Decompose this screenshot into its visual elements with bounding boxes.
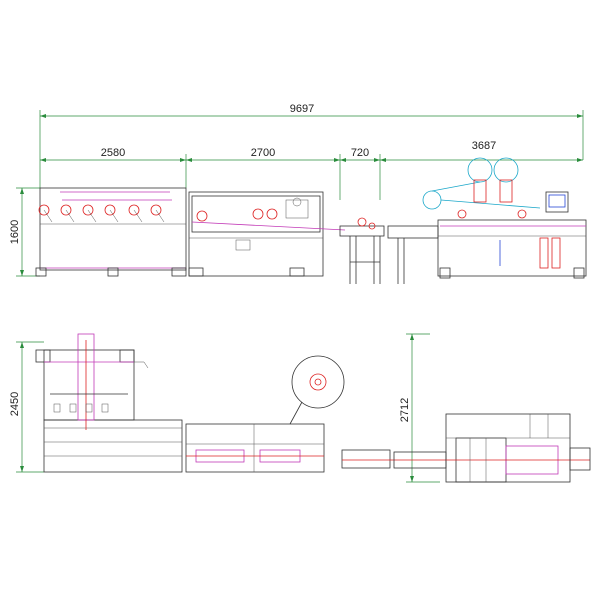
segment-1-label: 2580 (101, 147, 125, 159)
front-height-label: 1600 (9, 220, 21, 244)
plan-view (35, 333, 345, 473)
segment-4-label: 3687 (472, 140, 496, 152)
front-elevation-view (35, 157, 587, 284)
plan-width-right-dimension: 2712 (399, 333, 440, 483)
packing-plan-view (341, 413, 591, 483)
segment-2-label: 2700 (251, 147, 275, 159)
plan-width-right-label: 2712 (399, 398, 411, 422)
overall-length-label: 9697 (290, 103, 314, 115)
segment-dimensions: 2580 2700 720 3687 (40, 140, 583, 200)
film-reel-icon (291, 355, 345, 409)
front-height-dimension: 1600 (9, 187, 40, 277)
overall-dimension: 9697 (39, 103, 584, 188)
segment-3-label: 720 (351, 147, 369, 159)
plan-width-left-dimension: 2450 (9, 341, 44, 473)
plan-width-left-label: 2450 (9, 392, 21, 416)
